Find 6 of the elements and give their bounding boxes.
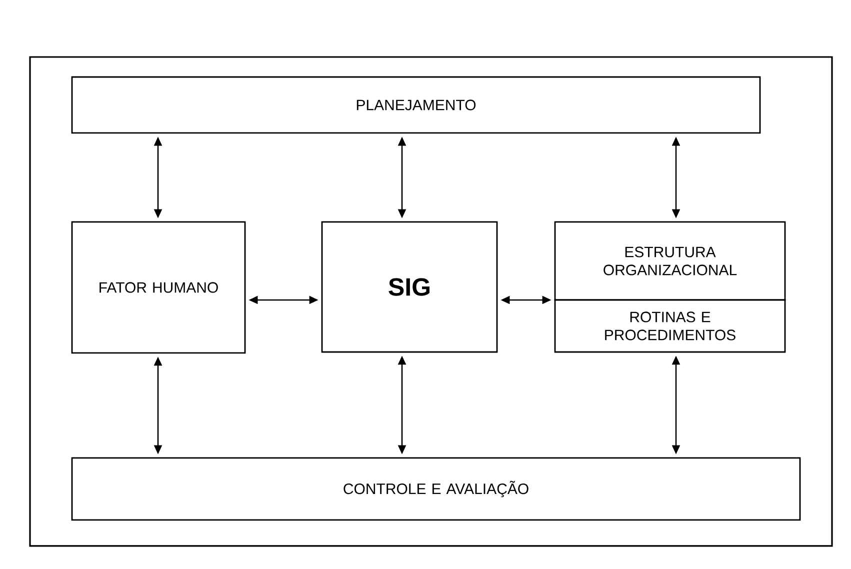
process-box: SIG xyxy=(321,221,498,353)
process-box: PLANEJAMENTO xyxy=(71,76,761,134)
process-box: CONTROLE E AVALIAÇÃO xyxy=(71,457,801,521)
process-box: FATOR HUMANO xyxy=(71,221,246,354)
process-box: ESTRUTURA ORGANIZACIONAL xyxy=(554,221,786,301)
process-box: ROTINAS E PROCEDIMENTOS xyxy=(554,299,786,353)
